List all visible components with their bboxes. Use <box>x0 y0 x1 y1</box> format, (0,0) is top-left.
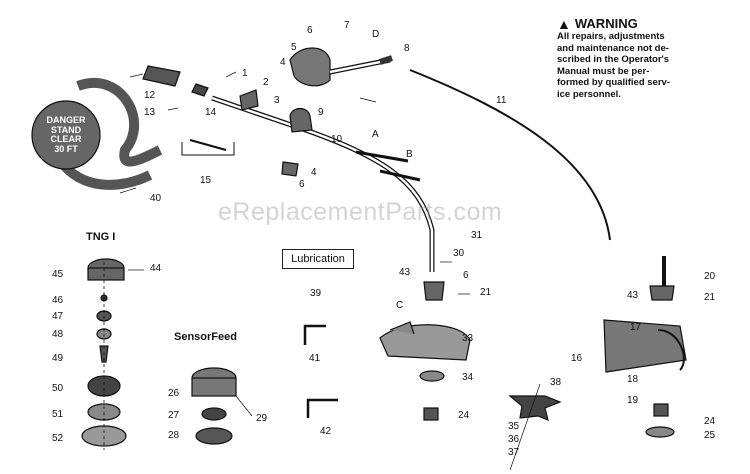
callout: 37 <box>508 447 520 458</box>
warning-line: formed by qualified serv- <box>557 77 670 89</box>
callout: 9 <box>318 107 324 118</box>
danger-line: CLEAR <box>50 134 82 144</box>
warning-icon: ▲ <box>557 16 571 32</box>
tng-section-title: TNG I <box>86 231 116 243</box>
callout: 8 <box>404 43 410 54</box>
callout: 21 <box>704 292 716 303</box>
warning-line: All repairs, adjustments <box>557 31 665 42</box>
callout: 42 <box>320 426 332 437</box>
callout: 39 <box>310 288 322 299</box>
guard-part-16 <box>603 319 687 373</box>
warning-line: ice personnel. <box>557 88 621 100</box>
callout: 28 <box>168 430 180 441</box>
handle-grip-part-12 <box>142 65 181 87</box>
callout: 13 <box>144 107 156 118</box>
hex-key-part-42 <box>306 398 338 418</box>
warning-line: Manual must be per- <box>557 65 650 77</box>
callout: B <box>406 149 413 160</box>
blade-part-38 <box>508 395 562 421</box>
callout: 24 <box>458 410 470 421</box>
callout: 30 <box>453 248 465 259</box>
callout: 51 <box>52 409 64 420</box>
callout: 11 <box>496 95 507 106</box>
callout: 44 <box>150 263 162 274</box>
callout: 3 <box>274 95 280 106</box>
callout: 47 <box>52 311 64 322</box>
callout: 4 <box>311 167 317 178</box>
sensorfeed-head-parts <box>191 367 237 445</box>
callout: 6 <box>463 270 469 281</box>
warning-box: ▲WARNING All repairs, adjustments and ma… <box>557 17 707 101</box>
nut-part-24 <box>423 407 439 421</box>
callout: 49 <box>52 353 64 364</box>
callout: 31 <box>471 230 483 241</box>
warning-line: scribed in the Operator's <box>557 54 670 66</box>
danger-line: DANGER <box>46 115 86 125</box>
callout: 45 <box>52 269 64 280</box>
callout: 43 <box>627 290 639 301</box>
callout: 46 <box>52 295 64 306</box>
callout: C <box>396 300 404 311</box>
callout: 52 <box>52 433 64 444</box>
callout: A <box>372 129 379 140</box>
callout: 18 <box>627 374 639 385</box>
tng-head-parts <box>81 258 127 450</box>
callout: 27 <box>168 410 180 421</box>
danger-line: 30 FT <box>54 143 78 154</box>
callout: 36 <box>508 434 520 445</box>
callout: 15 <box>200 175 212 186</box>
callout: 43 <box>399 267 411 278</box>
callout: 5 <box>291 42 297 53</box>
callout: 16 <box>571 353 583 364</box>
callout: 7 <box>344 20 350 31</box>
guard-part-33 <box>379 324 471 361</box>
callout: 41 <box>309 353 321 364</box>
callout: 21 <box>480 287 492 298</box>
grip-part-14 <box>191 83 209 97</box>
callout: 40 <box>150 193 162 204</box>
callout: 38 <box>550 377 562 388</box>
lubrication-box: Lubrication <box>282 249 354 269</box>
warning-line: and maintenance not de- <box>557 42 669 54</box>
callout: 12 <box>144 90 156 101</box>
flex-cable-part-11 <box>409 69 611 241</box>
callout: 6 <box>299 179 305 190</box>
clamp-part-4 <box>281 161 299 177</box>
throttle-handle-assembly <box>289 47 393 87</box>
warning-title: WARNING <box>574 16 638 32</box>
callout: 2 <box>263 77 269 88</box>
callout: 50 <box>52 383 64 394</box>
callout: 29 <box>256 413 268 424</box>
bracket-part-9 <box>289 107 313 133</box>
sensorfeed-section-title: SensorFeed <box>174 331 237 343</box>
callout: 26 <box>168 388 180 399</box>
danger-line: STAND <box>50 124 82 135</box>
callout: 48 <box>52 329 64 340</box>
callout: 6 <box>307 25 313 36</box>
part-a <box>355 150 409 163</box>
callout: 17 <box>630 322 642 333</box>
clamp-part-2 <box>239 89 259 111</box>
callout: 35 <box>508 421 520 432</box>
callout: D <box>372 29 380 40</box>
callout: 14 <box>205 107 217 118</box>
callout: 20 <box>704 271 716 282</box>
part-b <box>379 169 421 182</box>
callout: 1 <box>242 68 248 79</box>
bracket-15 <box>181 142 235 156</box>
main-shaft-part-10 <box>211 95 435 272</box>
callout: 4 <box>280 57 286 68</box>
callout: 25 <box>704 430 716 441</box>
callout: 19 <box>627 395 639 406</box>
hex-key-part-41 <box>303 324 326 345</box>
harness-strap-part-40 <box>31 78 163 190</box>
washer-part-34 <box>419 370 445 382</box>
callout: 24 <box>704 416 716 427</box>
callout: 10 <box>331 134 343 145</box>
callout: 33 <box>462 333 474 344</box>
watermark: eReplacementParts.com <box>218 198 503 226</box>
danger-label: DANGER STAND CLEAR 30 FT <box>38 115 94 154</box>
callout: 34 <box>462 372 474 383</box>
